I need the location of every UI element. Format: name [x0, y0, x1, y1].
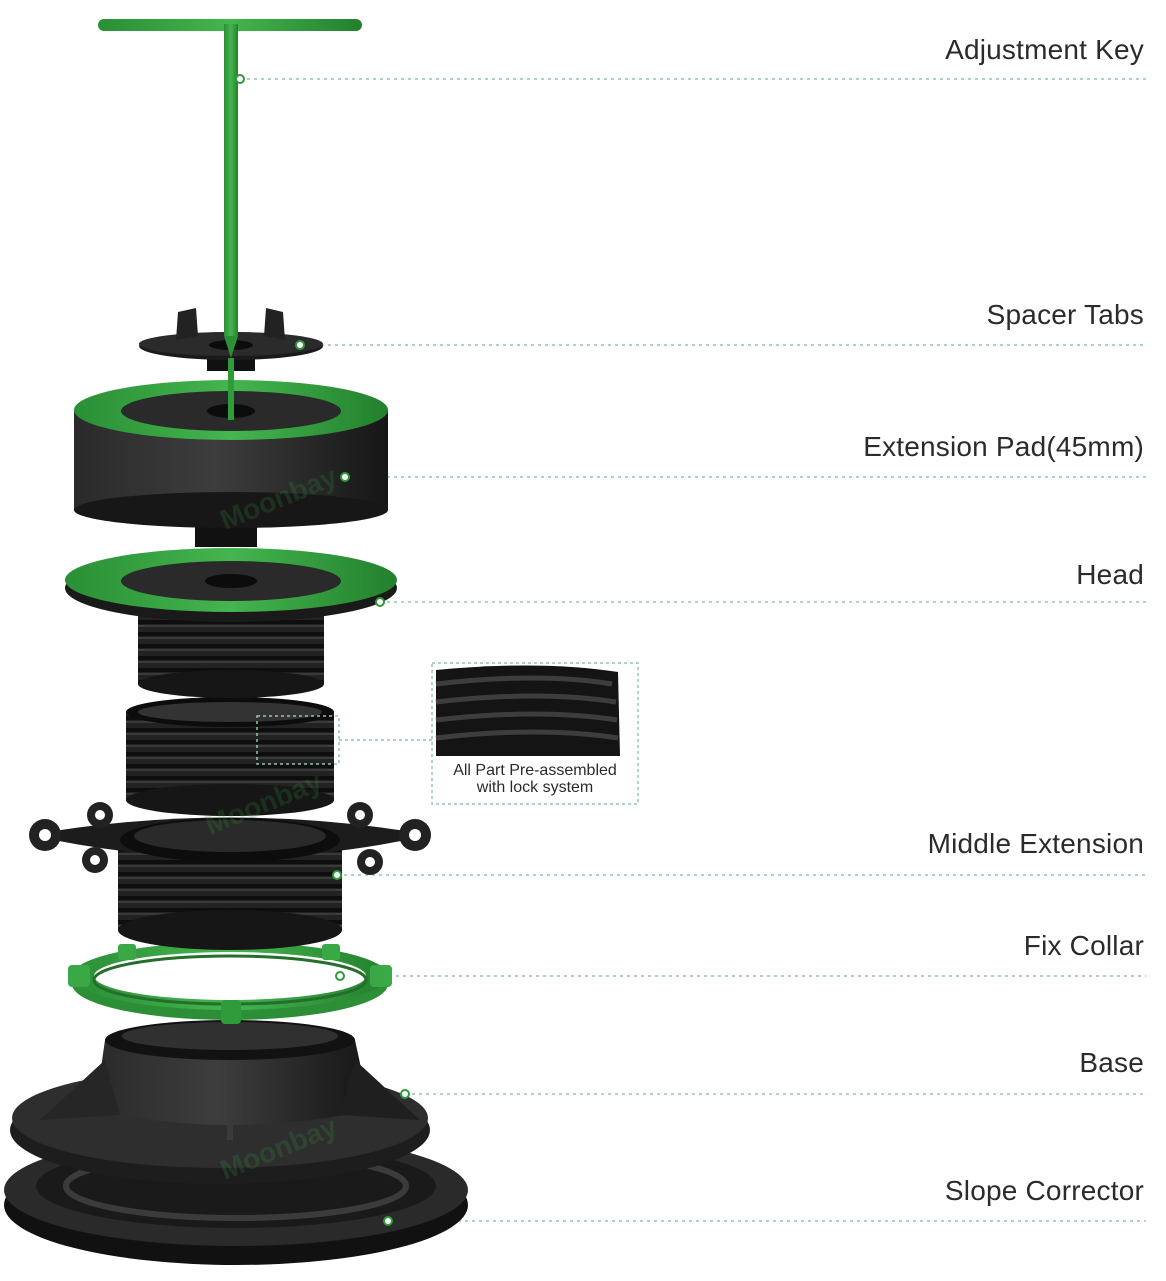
head-part [65, 548, 397, 698]
fix-collar-part [68, 942, 392, 1024]
dot-fix-collar [335, 971, 345, 981]
dot-spacer-tabs [295, 340, 305, 350]
label-adjustment-key: Adjustment Key [945, 34, 1144, 65]
base-part [10, 1020, 430, 1184]
dot-extension-pad [340, 472, 350, 482]
leader-lines [240, 78, 1146, 1222]
inset-thread-closeup [435, 665, 620, 756]
dot-slope-corrector [383, 1216, 393, 1226]
label-base: Base [1079, 1047, 1144, 1078]
label-head: Head [1076, 559, 1144, 590]
dot-head [375, 597, 385, 607]
label-fix-collar: Fix Collar [1023, 930, 1144, 961]
middle-extension-part [29, 697, 431, 950]
label-spacer-tabs: Spacer Tabs [986, 299, 1144, 330]
inset-caption-line1: All Part Pre-assembled [453, 762, 617, 779]
dot-middle-extension [332, 870, 342, 880]
label-extension-pad: Extension Pad(45mm) [863, 431, 1144, 462]
leader-dots [235, 74, 410, 1226]
inset-caption: All Part Pre-assembled with lock system [432, 762, 638, 796]
lock-system-inset [256, 662, 639, 805]
label-middle-extension: Middle Extension [927, 828, 1144, 859]
label-slope-corrector: Slope Corrector [944, 1175, 1144, 1206]
inset-caption-line2: with lock system [476, 779, 594, 796]
inset-source-box [256, 715, 340, 765]
dot-base [400, 1089, 410, 1099]
adjustment-key-part [98, 19, 362, 420]
dot-adjustment-key [235, 74, 245, 84]
